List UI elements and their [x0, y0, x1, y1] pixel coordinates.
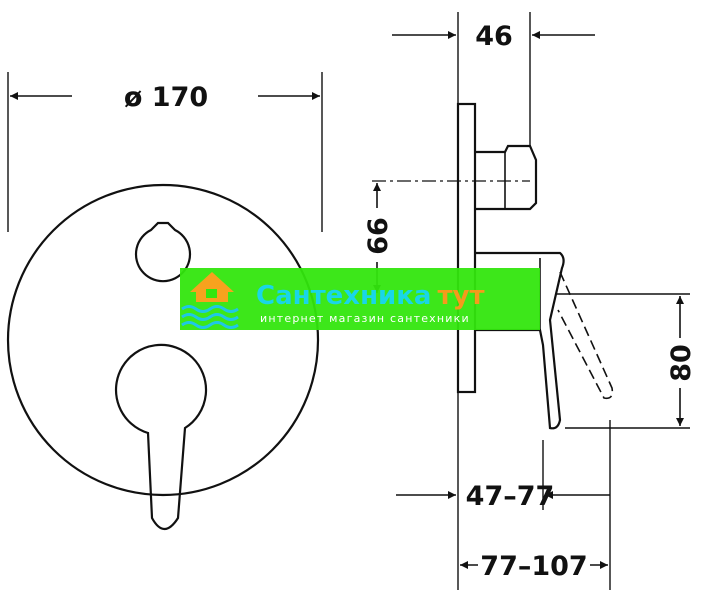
watermark-title-part1: Сантехника	[256, 281, 431, 311]
waves-icon	[181, 305, 239, 329]
front-view	[6, 72, 323, 531]
height-label: 80	[666, 344, 697, 382]
knob-side-profile	[475, 144, 538, 211]
mixer-lever-handle	[114, 343, 208, 531]
wall-plate	[456, 102, 477, 394]
lever-side-profile	[475, 251, 565, 430]
depth-label: 46	[475, 21, 513, 52]
dimension-lines	[10, 31, 684, 569]
watermark-subtitle: интернет магазин сантехники	[260, 312, 470, 325]
watermark-banner	[180, 268, 540, 330]
lever-alternate-position	[557, 271, 614, 400]
mount-range-inner-label: 47–77	[466, 481, 555, 512]
diverter-knob	[134, 221, 192, 283]
spacing-label: 66	[363, 217, 394, 255]
mount-range-outer-label: 77–107	[480, 551, 587, 582]
diameter-label: ø 170	[124, 82, 208, 113]
house-icon	[190, 272, 234, 302]
watermark-title-part2: тут	[437, 281, 484, 311]
cover-plate-outline	[6, 183, 320, 497]
